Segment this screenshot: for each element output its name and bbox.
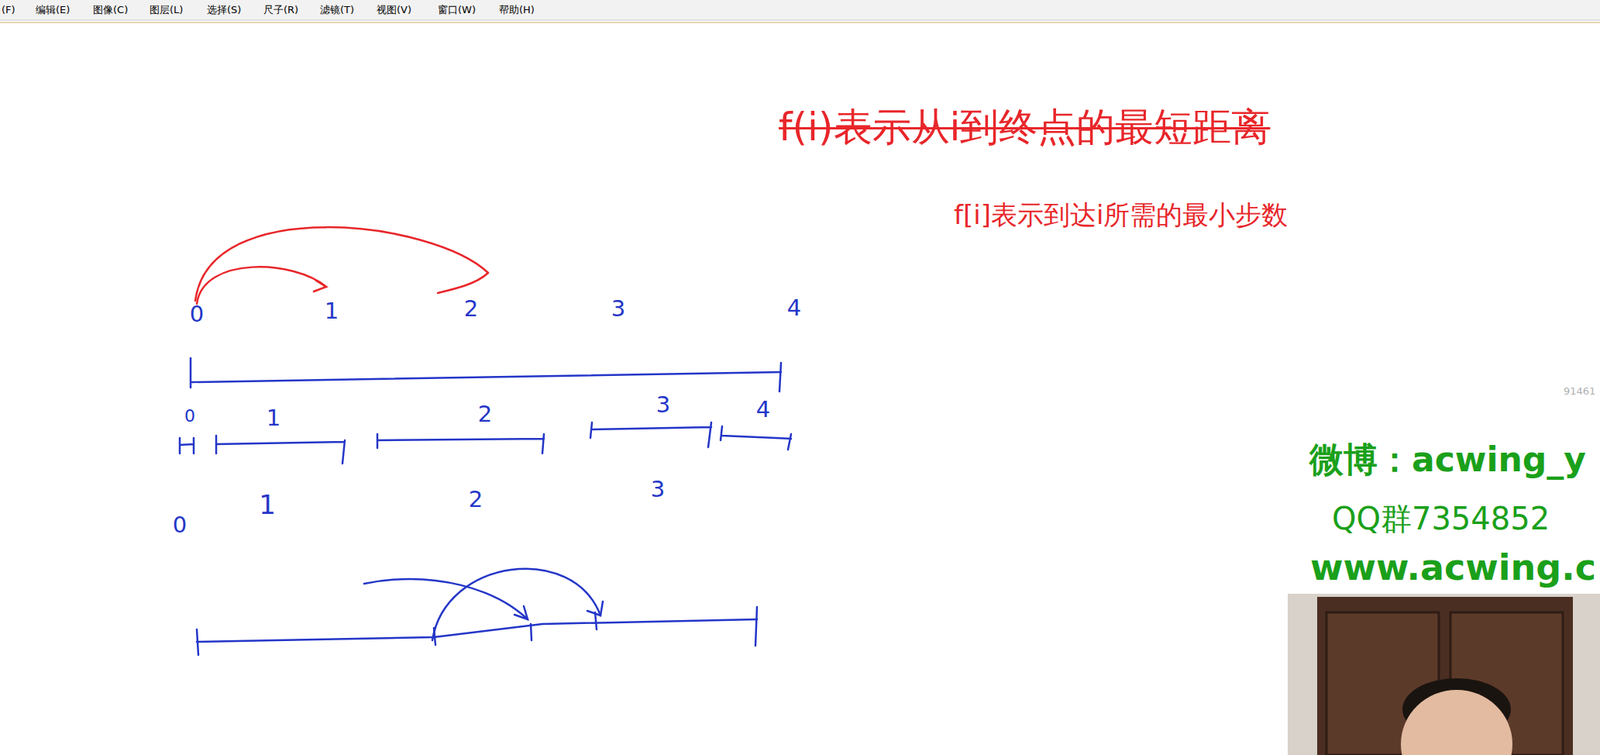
menu-item: 窗口(W) — [437, 4, 476, 17]
webcam-photo — [1287, 593, 1600, 755]
canvas-edge — [0, 21, 1600, 24]
number-label: 2 — [468, 486, 483, 513]
menu-item: 图层(L) — [149, 4, 183, 17]
number-label: 2 — [464, 295, 479, 322]
number-label: 4 — [787, 295, 802, 321]
bottom-line — [196, 568, 757, 655]
number-label: 3 — [656, 392, 671, 418]
menu-item: 编辑(E) — [35, 4, 70, 17]
number-label: 2 — [478, 401, 493, 427]
tick — [779, 362, 782, 392]
face — [1400, 689, 1513, 755]
tick — [196, 629, 199, 655]
segment-0 — [179, 437, 194, 454]
segment-2 — [377, 433, 544, 454]
long-segment — [192, 371, 782, 382]
number-label: 1 — [258, 489, 276, 520]
menu-item: (F) — [1, 4, 16, 17]
struck-definition: f(i)表示从i到终点的最短距离 — [778, 105, 1270, 151]
menu-item: 视图(V) — [376, 4, 412, 17]
number-line — [190, 357, 782, 392]
menu-item: 选择(S) — [206, 4, 241, 17]
menu-bar — [0, 0, 1600, 21]
jump-arcs — [195, 227, 489, 304]
watermark: 91461 — [1563, 385, 1596, 398]
arrow-head — [587, 601, 603, 616]
jump-arrow — [432, 568, 601, 640]
website-label: www.acwing.c — [1310, 547, 1597, 589]
segment-4 — [720, 426, 792, 450]
number-label: 0 — [189, 301, 204, 327]
long-arc — [195, 227, 489, 301]
weibo-label: 微博：acwing_y — [1309, 440, 1587, 480]
tick — [530, 623, 532, 640]
definition-note: f[i]表示到达i所需的最小步数 — [953, 199, 1288, 231]
number-label: 3 — [650, 476, 665, 503]
number-label: 3 — [611, 295, 626, 322]
arc-tail — [437, 272, 489, 293]
menu-item: 尺子(R) — [263, 4, 299, 17]
arrow-head — [313, 280, 327, 292]
segment-3 — [590, 422, 712, 448]
tick — [755, 606, 757, 646]
jump-arrow — [364, 578, 528, 620]
number-label: 1 — [266, 405, 281, 431]
qq-label: QQ群7354852 — [1331, 500, 1550, 537]
number-label: 0 — [172, 512, 187, 538]
number-label: 0 — [184, 406, 196, 426]
arrow-head — [514, 605, 528, 620]
menu-item: 图像(C) — [92, 4, 128, 17]
menu-item: 滤镜(T) — [320, 4, 355, 17]
segment-1 — [216, 435, 345, 464]
menu-divider — [0, 20, 1600, 21]
number-label: 4 — [756, 396, 771, 423]
short-arc — [196, 266, 327, 304]
bottom-segment — [196, 619, 757, 642]
number-label: 1 — [324, 298, 339, 324]
menu-item: 帮助(H) — [498, 4, 535, 17]
tick — [189, 357, 193, 388]
